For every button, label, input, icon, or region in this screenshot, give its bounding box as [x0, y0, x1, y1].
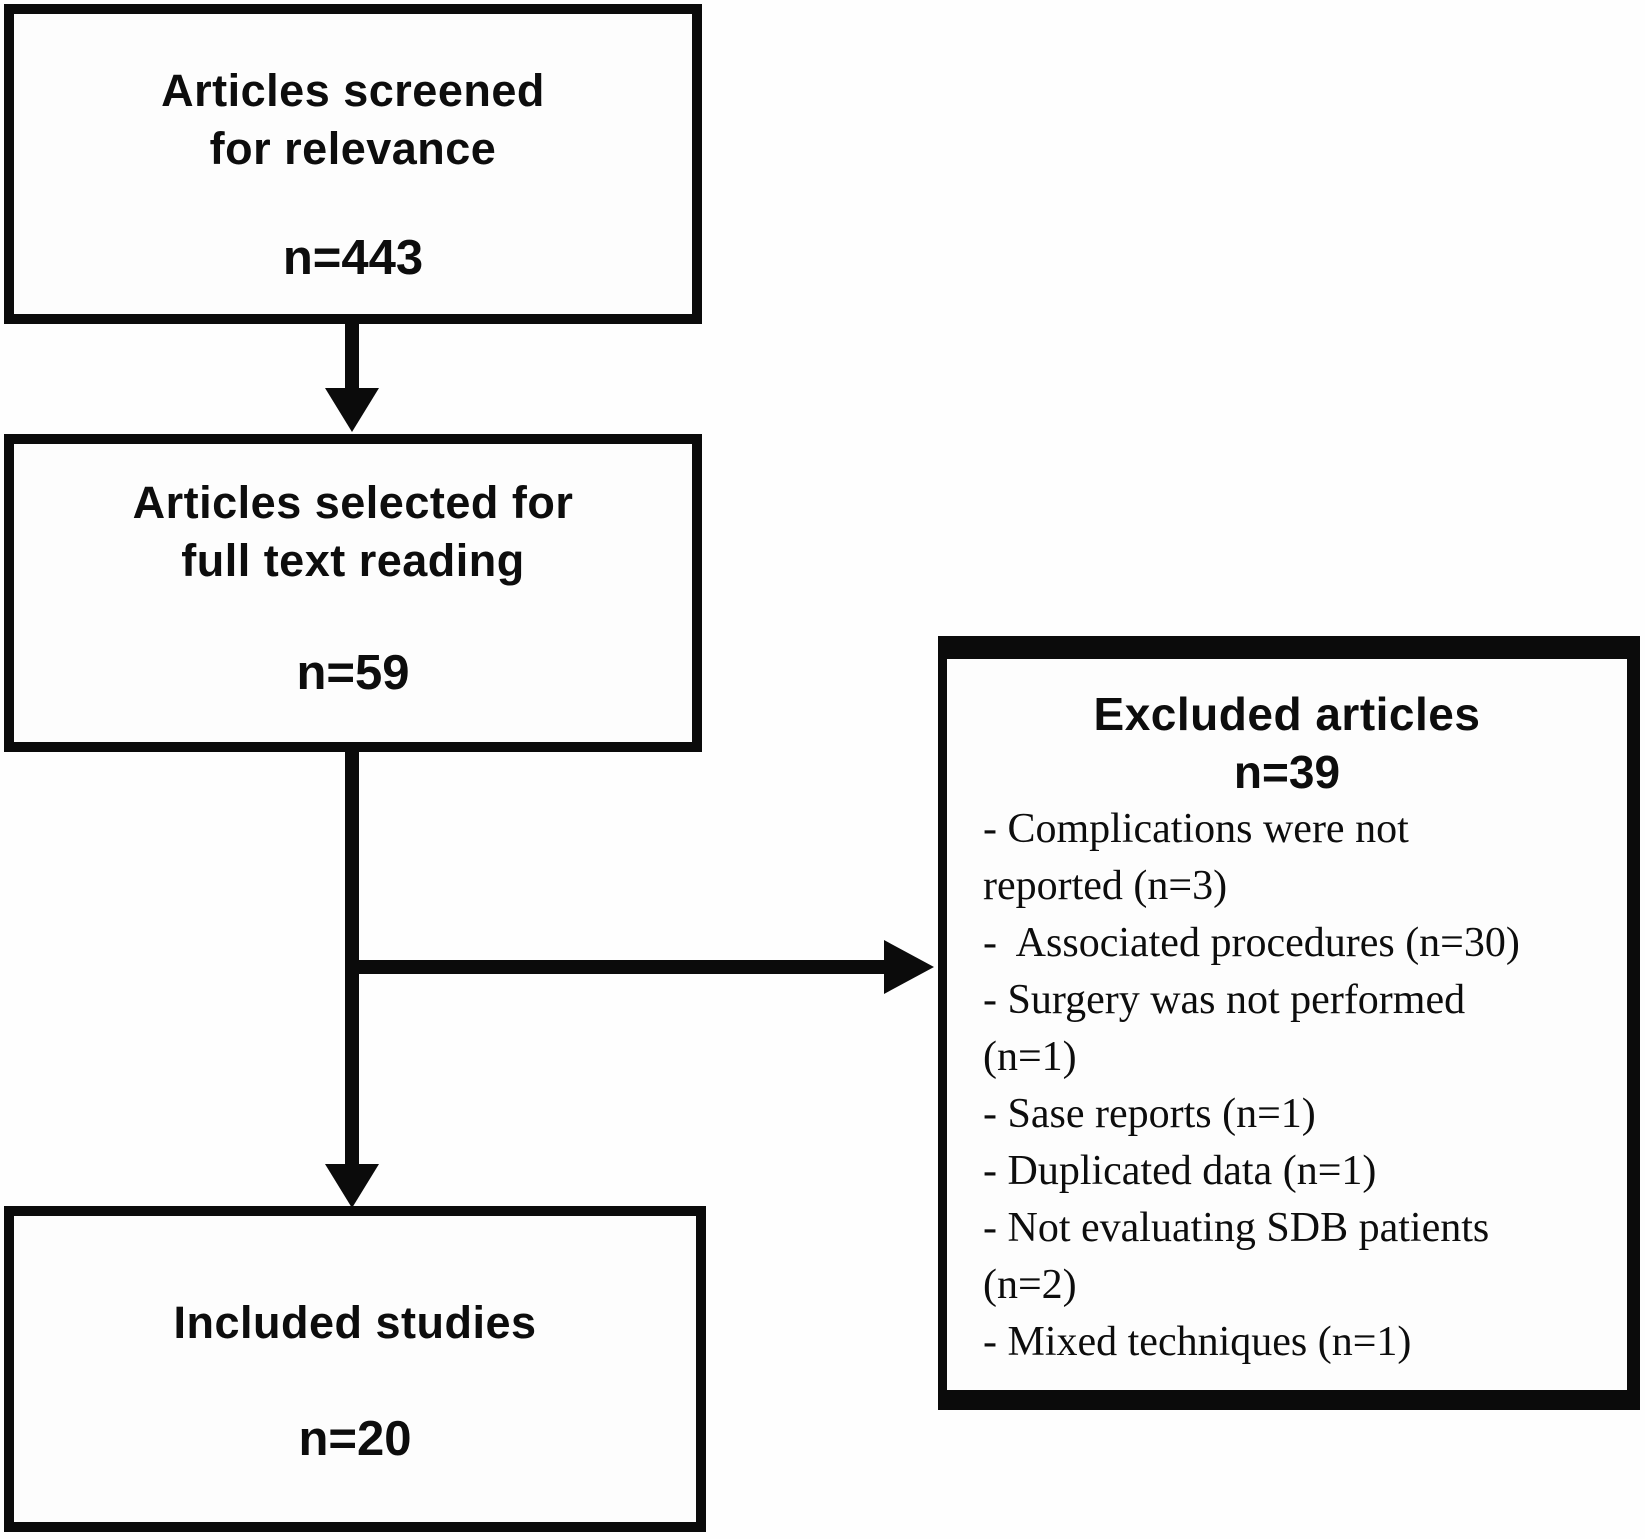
- node-title: Articles screened for relevance: [161, 62, 545, 178]
- arrow-down-icon: [325, 1164, 379, 1208]
- arrow-down-icon: [325, 388, 379, 432]
- node-count: n=20: [298, 1412, 412, 1466]
- excluded-reason-line: - Not evaluating SDB patients: [983, 1205, 1490, 1251]
- node-title-line: Articles screened: [161, 65, 545, 116]
- connector-line-screened-to-selected: [345, 320, 359, 392]
- connector-line-selected-to-included: [345, 748, 359, 1168]
- node-articles-screened: Articles screened for relevance n=443: [4, 4, 702, 324]
- node-title-line: Articles selected for: [132, 477, 574, 528]
- excluded-reason-line: - Complications were not: [983, 806, 1409, 852]
- node-count: n=59: [296, 646, 410, 700]
- node-count: n=443: [282, 231, 424, 285]
- excluded-reason-line: reported (n=3): [983, 863, 1228, 909]
- excluded-reason-line: (n=2): [983, 1262, 1077, 1308]
- node-articles-selected: Articles selected for full text reading …: [4, 434, 702, 752]
- node-title-line: for relevance: [209, 123, 497, 174]
- excluded-reason-line: - Associated procedures (n=30): [983, 920, 1520, 966]
- excluded-count: n=39: [1233, 746, 1341, 798]
- node-title: Articles selected for full text reading: [133, 474, 574, 590]
- excluded-title: Excluded articles: [1093, 688, 1481, 740]
- excluded-reason-line: - Mixed techniques (n=1): [983, 1319, 1412, 1365]
- excluded-reason-line: (n=1): [983, 1034, 1077, 1080]
- node-title: Included studies: [173, 1294, 536, 1352]
- excluded-reason-line: - Duplicated data (n=1): [983, 1148, 1377, 1194]
- excluded-reason-line: - Surgery was not performed: [983, 977, 1466, 1023]
- connector-line-branch-to-excluded: [352, 960, 887, 974]
- node-title-line: full text reading: [181, 535, 525, 586]
- node-included-studies: Included studies n=20: [4, 1206, 706, 1532]
- node-excluded-articles: Excluded articles n=39 - Complications w…: [938, 636, 1640, 1410]
- arrow-right-icon: [884, 940, 934, 994]
- node-title-line: Included studies: [173, 1297, 537, 1348]
- excluded-reason-line: - Sase reports (n=1): [983, 1091, 1316, 1137]
- excluded-reason-list: - Complications were not reported (n=3) …: [947, 801, 1627, 1371]
